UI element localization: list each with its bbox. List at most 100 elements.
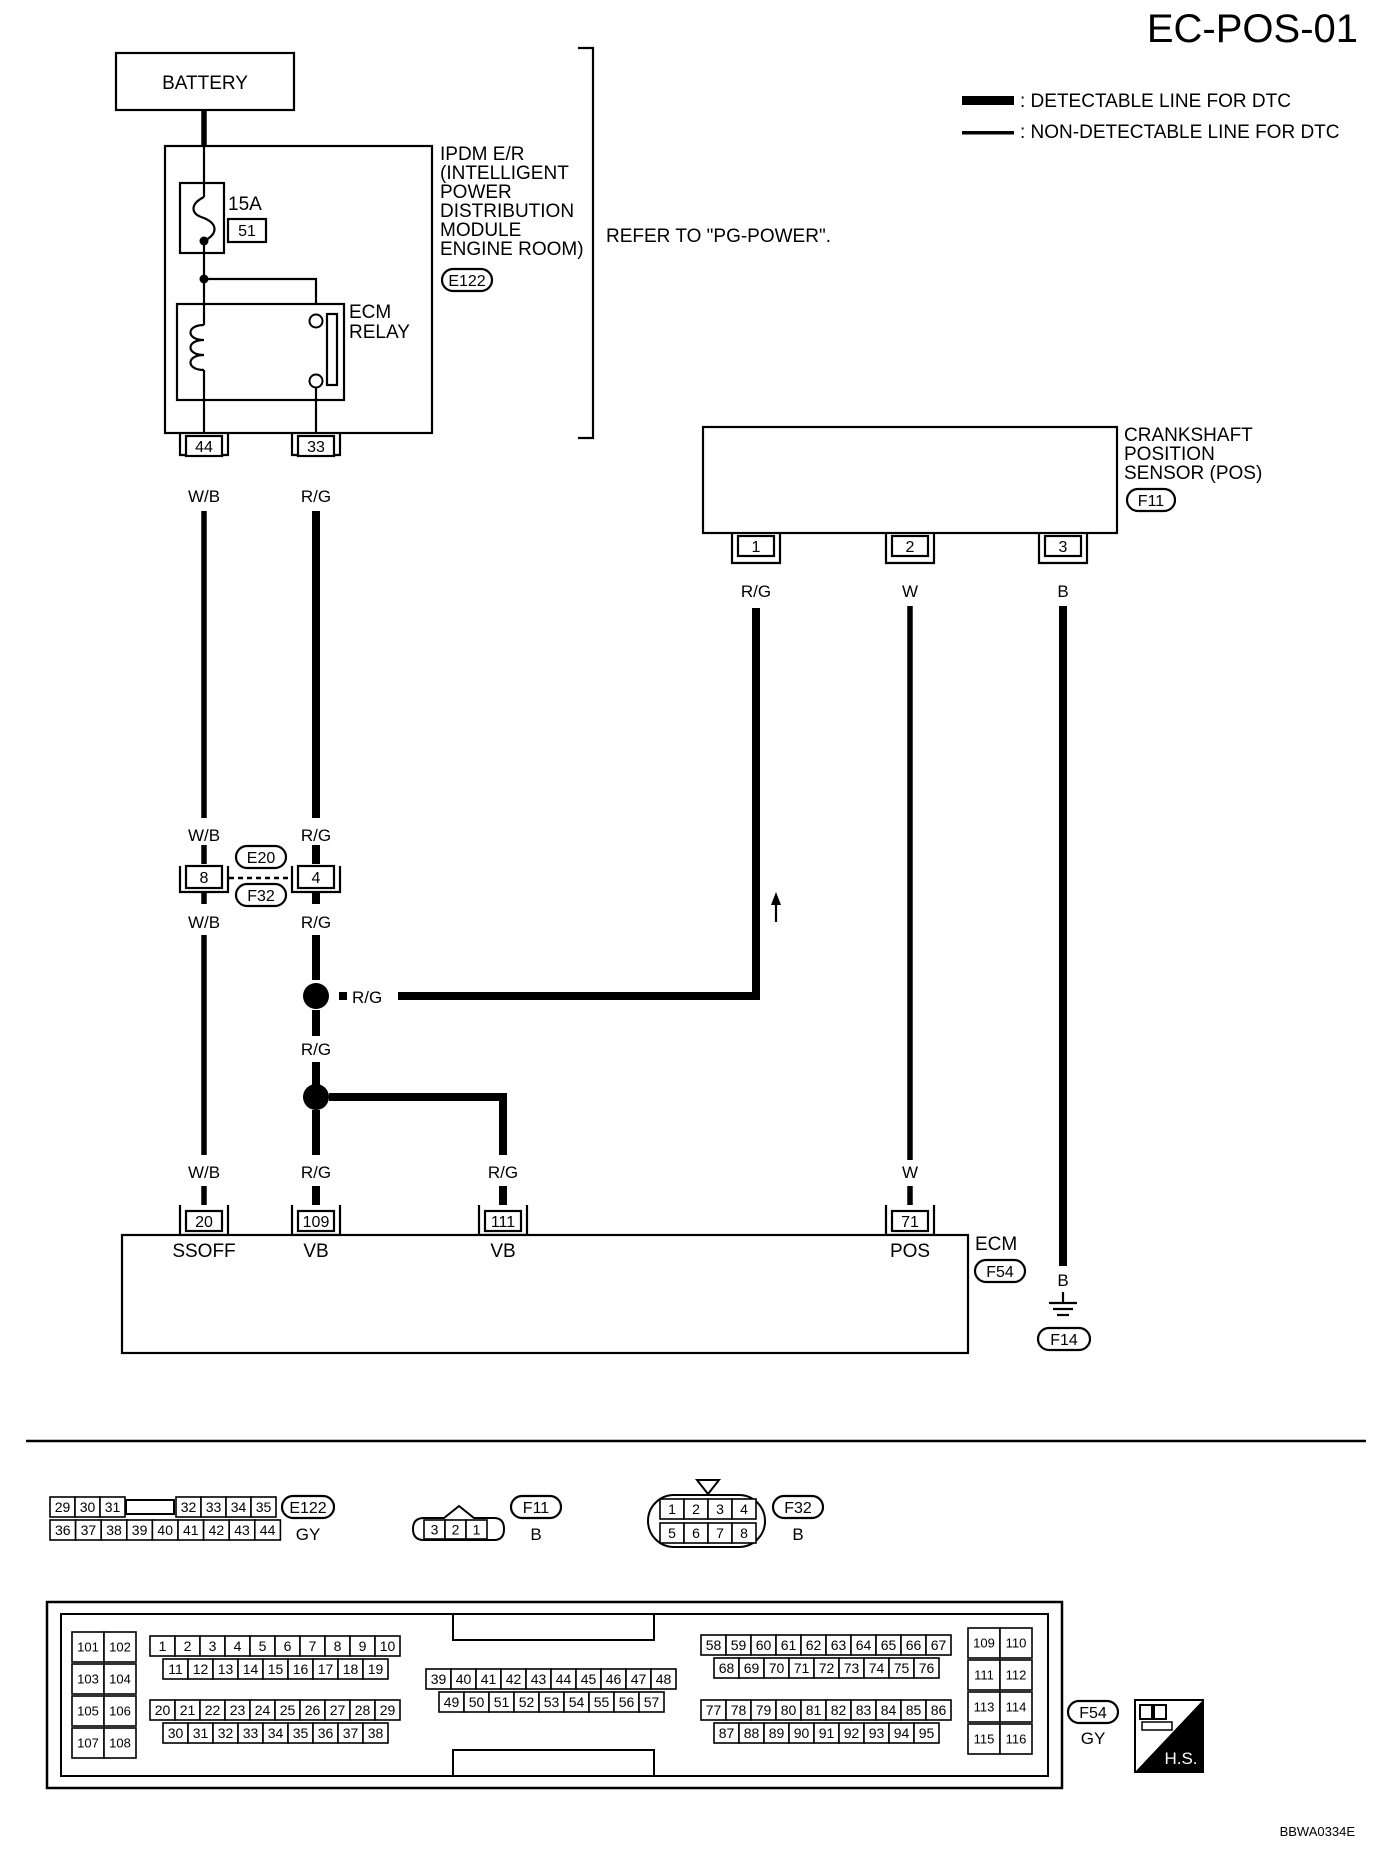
pin-number: 111 <box>974 1668 994 1683</box>
pin-number: 31 <box>193 1725 209 1741</box>
pin-number: 49 <box>444 1694 460 1710</box>
pin-number: 34 <box>231 1499 247 1515</box>
pin-number: 5 <box>668 1525 676 1541</box>
pin-number: 40 <box>456 1671 472 1687</box>
pin-number: 112 <box>1006 1668 1027 1683</box>
ipdm-line-2: (INTELLIGENT <box>440 163 569 184</box>
pin-number: 20 <box>155 1702 171 1718</box>
svg-text:33: 33 <box>307 439 325 456</box>
pin-number: 39 <box>431 1671 447 1687</box>
pin-number: 7 <box>309 1638 317 1654</box>
pin-number: 41 <box>183 1522 199 1538</box>
svg-text:3: 3 <box>1059 539 1068 556</box>
pin-number: 103 <box>77 1672 99 1687</box>
ecm-term-pos: POS <box>890 1241 930 1262</box>
pin-cell <box>103 1727 137 1759</box>
pin-number: 68 <box>719 1660 735 1676</box>
wire-color-rg-3: R/G <box>301 913 331 932</box>
pin-number: 84 <box>881 1702 897 1718</box>
pin-number: 71 <box>794 1660 810 1676</box>
pin-number: 38 <box>368 1725 384 1741</box>
pin-number: 57 <box>644 1694 660 1710</box>
fuse-number: 51 <box>238 223 256 240</box>
ecm-term-ssoff: SSOFF <box>172 1241 235 1262</box>
wire-color-w-ckp: W <box>902 582 918 601</box>
pin-number: 17 <box>318 1661 334 1677</box>
pin-number: 67 <box>931 1637 947 1653</box>
wire-color-rg-4: R/G <box>301 1040 331 1059</box>
f32-id: F32 <box>784 1500 812 1517</box>
page-title: EC-POS-01 <box>1147 7 1358 51</box>
ckp-line-2: POSITION <box>1124 444 1215 465</box>
pin-number: 90 <box>794 1725 810 1741</box>
pin-number: 30 <box>168 1725 184 1741</box>
legend-detectable-text: : DETECTABLE LINE FOR DTC <box>1020 91 1291 112</box>
pin-number: 39 <box>132 1522 148 1538</box>
pin-number: 86 <box>931 1702 947 1718</box>
pin-cell <box>103 1631 137 1663</box>
svg-text:20: 20 <box>195 1214 213 1231</box>
ckp-connector-id: F11 <box>1138 493 1164 510</box>
f11-color: B <box>530 1525 541 1544</box>
svg-text:4: 4 <box>312 870 321 887</box>
pin-number: 37 <box>81 1522 97 1538</box>
pin-number: 25 <box>280 1702 296 1718</box>
pin-cell <box>913 1657 940 1679</box>
pin-number: 33 <box>243 1725 259 1741</box>
pin-number: 29 <box>380 1702 396 1718</box>
pin-number: 62 <box>806 1637 822 1653</box>
pin-number: 38 <box>106 1522 122 1538</box>
pin-cell <box>465 1519 488 1540</box>
pin-cell <box>374 1699 401 1721</box>
ecm-term-vb-2: VB <box>490 1241 515 1262</box>
pin-number: 74 <box>869 1660 885 1676</box>
pin-cell <box>103 1695 137 1727</box>
pin-number: 48 <box>656 1671 672 1687</box>
pin-cell <box>999 1659 1033 1691</box>
pin-cell <box>71 1631 105 1663</box>
ground-connector-id: F14 <box>1050 1332 1078 1349</box>
f54-id: F54 <box>1079 1705 1107 1722</box>
pin-cell <box>71 1727 105 1759</box>
pin-number: 73 <box>844 1660 860 1676</box>
pin-number: 91 <box>819 1725 835 1741</box>
wire-color-wb-2: W/B <box>188 826 220 845</box>
pin-number: 14 <box>243 1661 259 1677</box>
connector-pin-33: 33 <box>290 433 342 458</box>
pin-number: 30 <box>80 1499 96 1515</box>
pin-number: 1 <box>473 1522 481 1538</box>
pin-number: 40 <box>157 1522 173 1538</box>
pin-number: 82 <box>831 1702 847 1718</box>
pin-number: 44 <box>260 1522 276 1538</box>
pin-cell <box>731 1522 757 1544</box>
pin-number: 69 <box>744 1660 760 1676</box>
pin-number: 46 <box>606 1671 622 1687</box>
pin-number: 116 <box>1006 1732 1027 1747</box>
pin-number: 24 <box>255 1702 271 1718</box>
pin-number: 2 <box>184 1638 192 1654</box>
pin-number: 113 <box>974 1700 995 1715</box>
pin-number: 32 <box>218 1725 234 1741</box>
refer-pg-power: REFER TO "PG-POWER". <box>606 226 831 247</box>
battery: BATTERY <box>114 51 296 112</box>
pin-number: 59 <box>731 1637 747 1653</box>
pin-number: 58 <box>706 1637 722 1653</box>
pin-number: 78 <box>731 1702 747 1718</box>
ckp-pin-1: 1 <box>730 533 782 565</box>
pin-number: 70 <box>769 1660 785 1676</box>
pin-number: 105 <box>77 1704 99 1719</box>
ipdm-line-1: IPDM E/R <box>440 144 524 165</box>
pin-number: 75 <box>894 1660 910 1676</box>
wire-color-rg-1: R/G <box>301 487 331 506</box>
pin-cell <box>967 1659 1001 1691</box>
ckp-pin-2: 2 <box>884 533 936 565</box>
ecm-pin-109: 109 <box>290 1205 342 1237</box>
pin-number: 51 <box>494 1694 510 1710</box>
wire-color-rg-2: R/G <box>301 826 331 845</box>
pin-number: 32 <box>181 1499 197 1515</box>
pin-number: 3 <box>209 1638 217 1654</box>
splice-2 <box>303 1084 329 1110</box>
